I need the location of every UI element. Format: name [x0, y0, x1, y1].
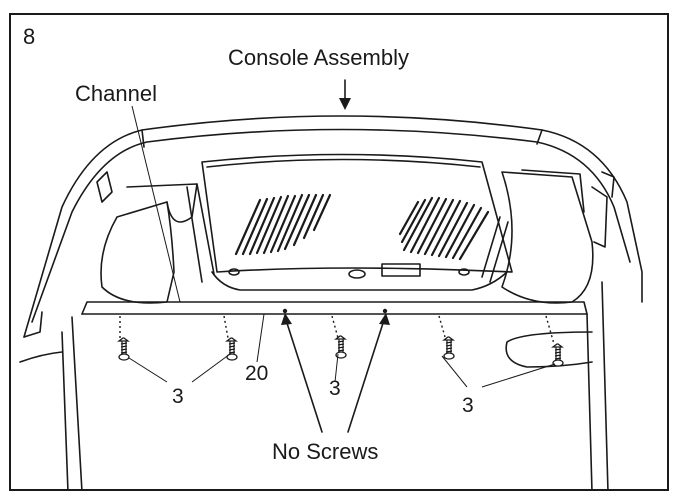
assembly-diagram: 8 Console Assembly Channel 20 3 3 3 No S…: [19, 24, 643, 489]
diagram-frame: 8 Console Assembly Channel 20 3 3 3 No S…: [9, 13, 669, 491]
step-number: 8: [23, 24, 35, 49]
channel-label: Channel: [75, 81, 157, 106]
screws: [118, 315, 564, 367]
channel-bar: [81, 301, 588, 315]
left-side-rail: [19, 351, 63, 363]
left-upright: [61, 316, 83, 489]
console-hood: [23, 115, 643, 338]
screw-label-right: 3: [462, 394, 474, 417]
part-20-label: 20: [245, 362, 268, 385]
console-assembly-label: Console Assembly: [228, 45, 409, 70]
grille-right: [398, 196, 490, 261]
right-housing: [481, 169, 608, 304]
leaders: [128, 79, 556, 433]
console-recess: [201, 153, 513, 291]
no-screws-label: No Screws: [272, 439, 378, 464]
screw-label-left: 3: [172, 385, 184, 408]
grille-left: [234, 193, 332, 256]
screw-label-center: 3: [329, 377, 341, 400]
left-housing: [100, 183, 215, 304]
